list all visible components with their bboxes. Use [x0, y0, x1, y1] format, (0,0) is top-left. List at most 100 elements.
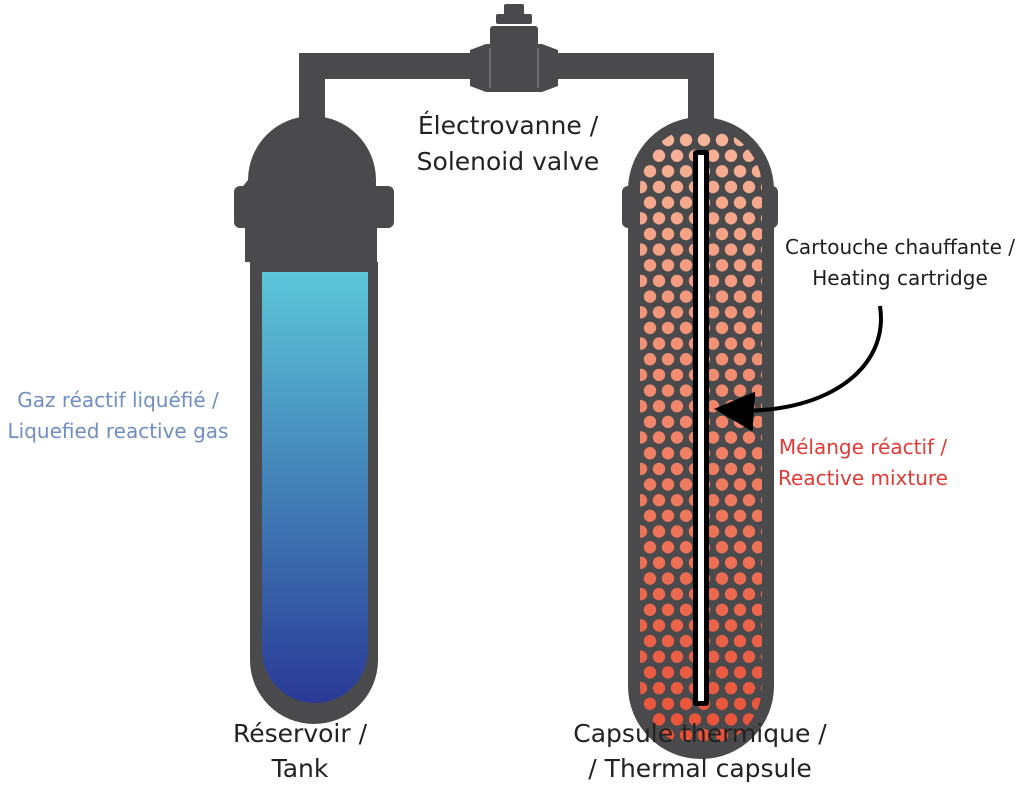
- mixture-particle: [715, 384, 729, 397]
- solenoid-valve-icon: [470, 4, 558, 92]
- mixture-particle: [670, 556, 684, 569]
- label-tank-fr: Réservoir /: [233, 719, 367, 748]
- mixture-particle: [643, 541, 657, 554]
- mixture-particle: [751, 603, 762, 616]
- mixture-particle: [733, 634, 747, 648]
- mixture-particle: [643, 259, 657, 272]
- mixture-particle: [742, 650, 756, 663]
- mixture-particle: [640, 525, 648, 538]
- mixture-particle: [679, 509, 693, 522]
- mixture-particle: [643, 634, 657, 648]
- mixture-particle: [742, 180, 756, 194]
- mixture-particle: [742, 494, 756, 507]
- mixture-particle: [679, 259, 693, 272]
- mixture-particle: [652, 713, 666, 726]
- mixture-particle: [670, 212, 684, 225]
- mixture-particle: [661, 509, 675, 522]
- mixture-particle: [715, 666, 729, 679]
- mixture-particle: [706, 431, 720, 444]
- mixture-particle: [751, 227, 762, 241]
- mixture-particle: [670, 494, 684, 507]
- mixture-particle: [697, 728, 711, 742]
- mixture-particle: [751, 509, 762, 522]
- mixture-particle: [751, 447, 762, 460]
- mixture-particle: [640, 556, 648, 569]
- mixture-particle: [643, 447, 657, 460]
- mixture-particle: [679, 447, 693, 460]
- mixture-particle: [742, 274, 756, 288]
- mixture-particle: [679, 541, 693, 554]
- mixture-particle: [742, 681, 756, 695]
- mixture-particle: [742, 306, 756, 319]
- mixture-particle: [643, 196, 657, 209]
- mixture-particle: [679, 133, 693, 147]
- mixture-particle: [706, 587, 720, 601]
- mixture-particle: [640, 274, 648, 288]
- mixture-particle: [733, 509, 747, 522]
- label-heating-cartridge: Cartouche chauffante / Heating cartridge: [762, 232, 1024, 294]
- mixture-particle: [751, 290, 762, 303]
- mixture-particle: [733, 666, 747, 679]
- mixture-particle: [706, 619, 720, 632]
- mixture-particle: [640, 306, 648, 319]
- mixture-particle: [661, 697, 675, 710]
- mixture-particle: [640, 462, 648, 476]
- mixture-particle: [706, 494, 720, 507]
- mixture-particle: [661, 634, 675, 648]
- mixture-particle: [742, 619, 756, 632]
- mixture-particle: [661, 415, 675, 429]
- mixture-particle: [679, 634, 693, 648]
- mixture-particle: [706, 180, 720, 194]
- mixture-particle: [670, 462, 684, 476]
- mixture-particle: [724, 431, 738, 444]
- mixture-particle: [679, 415, 693, 429]
- mixture-particle: [661, 666, 675, 679]
- mixture-particle: [670, 274, 684, 288]
- mixture-particle: [715, 509, 729, 522]
- mixture-particle: [652, 243, 666, 256]
- mixture-particle: [661, 384, 675, 397]
- mixture-particle: [733, 321, 747, 335]
- mixture-particle: [742, 462, 756, 476]
- mixture-particle: [751, 478, 762, 491]
- mixture-particle: [724, 525, 738, 538]
- mixture-particle: [742, 368, 756, 382]
- mixture-particle: [661, 541, 675, 554]
- mixture-particle: [751, 572, 762, 585]
- label-thermal-capsule-fr: Capsule thermique /: [573, 719, 827, 748]
- mixture-particle: [652, 431, 666, 444]
- label-liquefied-gas-en: Liquefied reactive gas: [7, 419, 229, 443]
- liquefied-gas: [262, 272, 368, 703]
- mixture-particle: [733, 165, 747, 178]
- mixture-particle: [643, 666, 657, 679]
- mixture-particle: [715, 165, 729, 178]
- mixture-particle: [706, 306, 720, 319]
- mixture-particle: [679, 321, 693, 335]
- mixture-particle: [679, 478, 693, 491]
- mixture-particle: [652, 681, 666, 695]
- mixture-particle: [640, 494, 648, 507]
- label-tank-en: Tank: [271, 754, 329, 783]
- label-heating-cartridge-en: Heating cartridge: [812, 266, 988, 290]
- thermal-capsule-icon: [622, 117, 778, 759]
- mixture-particle: [643, 227, 657, 241]
- mixture-particle: [724, 619, 738, 632]
- tank-icon: [234, 116, 394, 724]
- mixture-particle: [742, 525, 756, 538]
- mixture-particle: [715, 133, 729, 147]
- mixture-particle: [715, 541, 729, 554]
- mixture-particle: [697, 133, 711, 147]
- mixture-particle: [724, 306, 738, 319]
- mixture-particle: [643, 478, 657, 491]
- mixture-particle: [661, 321, 675, 335]
- mixture-particle: [670, 713, 684, 726]
- label-reactive-mixture: Mélange réactif / Reactive mixture: [760, 432, 966, 494]
- mixture-particle: [652, 462, 666, 476]
- mixture-particle: [640, 431, 648, 444]
- mixture-particle: [679, 728, 693, 742]
- mixture-particle: [751, 196, 762, 209]
- mixture-particle: [715, 728, 729, 742]
- mixture-particle: [652, 368, 666, 382]
- mixture-particle: [715, 227, 729, 241]
